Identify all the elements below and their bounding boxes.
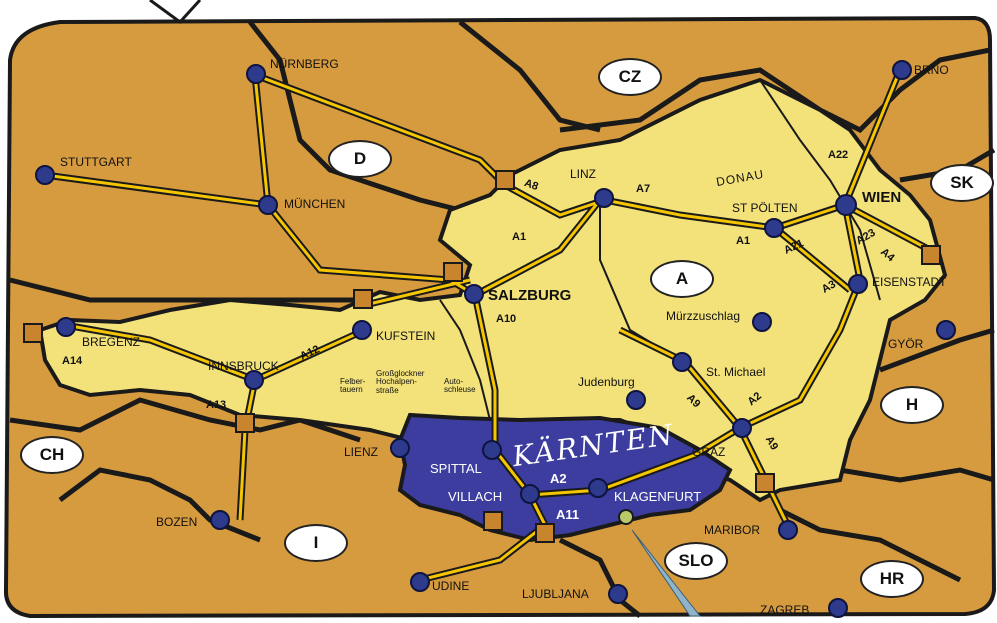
city-judenburg: Judenburg — [578, 375, 635, 389]
city-st-poelten: ST PÖLTEN — [732, 201, 798, 215]
road-a13: A13 — [206, 399, 227, 411]
toll-markers — [23, 170, 941, 543]
country-a: A — [650, 260, 714, 298]
city-muenchen: MÜNCHEN — [284, 197, 346, 211]
airport-marker — [618, 509, 634, 525]
city-nuernberg: NÜRNBERG — [270, 57, 339, 71]
country-cz: CZ — [598, 58, 662, 96]
carinthia-shape — [397, 412, 733, 543]
city-eisenstadt: EISENSTADT — [872, 275, 947, 289]
country-h: H — [880, 386, 944, 424]
label-felbertauern: Felber-tauern — [340, 377, 366, 395]
austria-shape — [37, 77, 948, 503]
country-slo: SLO — [664, 542, 728, 580]
label-autoschleuse: Auto-schleuse — [444, 377, 476, 395]
road-a11: A11 — [556, 507, 580, 522]
pointer-top — [149, 0, 202, 25]
city-klagenfurt: KLAGENFURT — [614, 489, 702, 504]
road-a1-west: A1 — [512, 231, 527, 243]
city-wien: WIEN — [862, 189, 902, 206]
city-zagreb: ZAGREB — [760, 603, 810, 617]
pointer-bottom — [631, 529, 702, 617]
road-a2-carinthia: A2 — [550, 471, 567, 486]
road-a1-east: A1 — [736, 235, 751, 247]
city-gyoer: GYÖR — [888, 337, 924, 351]
city-bozen: BOZEN — [156, 515, 198, 529]
city-muerzzuschlag: Mürzzuschlag — [666, 309, 741, 323]
motorways — [44, 69, 931, 582]
country-i: I — [284, 524, 348, 562]
city-maribor: MARIBOR — [704, 523, 761, 537]
road-a10: A10 — [496, 313, 517, 325]
label-grossglockner: Großglockner Hochalpen-straße — [376, 369, 425, 395]
city-kufstein: KUFSTEIN — [376, 329, 436, 343]
country-sk: SK — [930, 164, 994, 202]
road-a14: A14 — [62, 355, 83, 367]
city-ljubljana: LJUBLJANA — [522, 587, 589, 601]
city-udine: UDINE — [432, 579, 470, 593]
city-innsbruck: INNSBRUCK — [208, 359, 279, 373]
road-a7: A7 — [636, 183, 651, 195]
city-graz: GRAZ — [692, 445, 726, 459]
city-stuttgart: STUTTGART — [60, 155, 132, 169]
city-bregenz: BREGENZ — [82, 335, 141, 349]
road-a22: A22 — [828, 149, 849, 161]
city-lienz: LIENZ — [344, 445, 379, 459]
city-st-michael: St. Michael — [706, 365, 766, 379]
country-hr: HR — [860, 560, 924, 598]
city-brno: BRNO — [914, 63, 949, 77]
city-villach: VILLACH — [448, 489, 503, 504]
city-linz: LINZ — [570, 167, 597, 181]
city-dots — [35, 60, 956, 618]
city-spittal: SPITTAL — [430, 461, 482, 476]
city-salzburg: SALZBURG — [488, 287, 572, 304]
country-d: D — [328, 140, 392, 178]
country-ch: CH — [20, 436, 84, 474]
